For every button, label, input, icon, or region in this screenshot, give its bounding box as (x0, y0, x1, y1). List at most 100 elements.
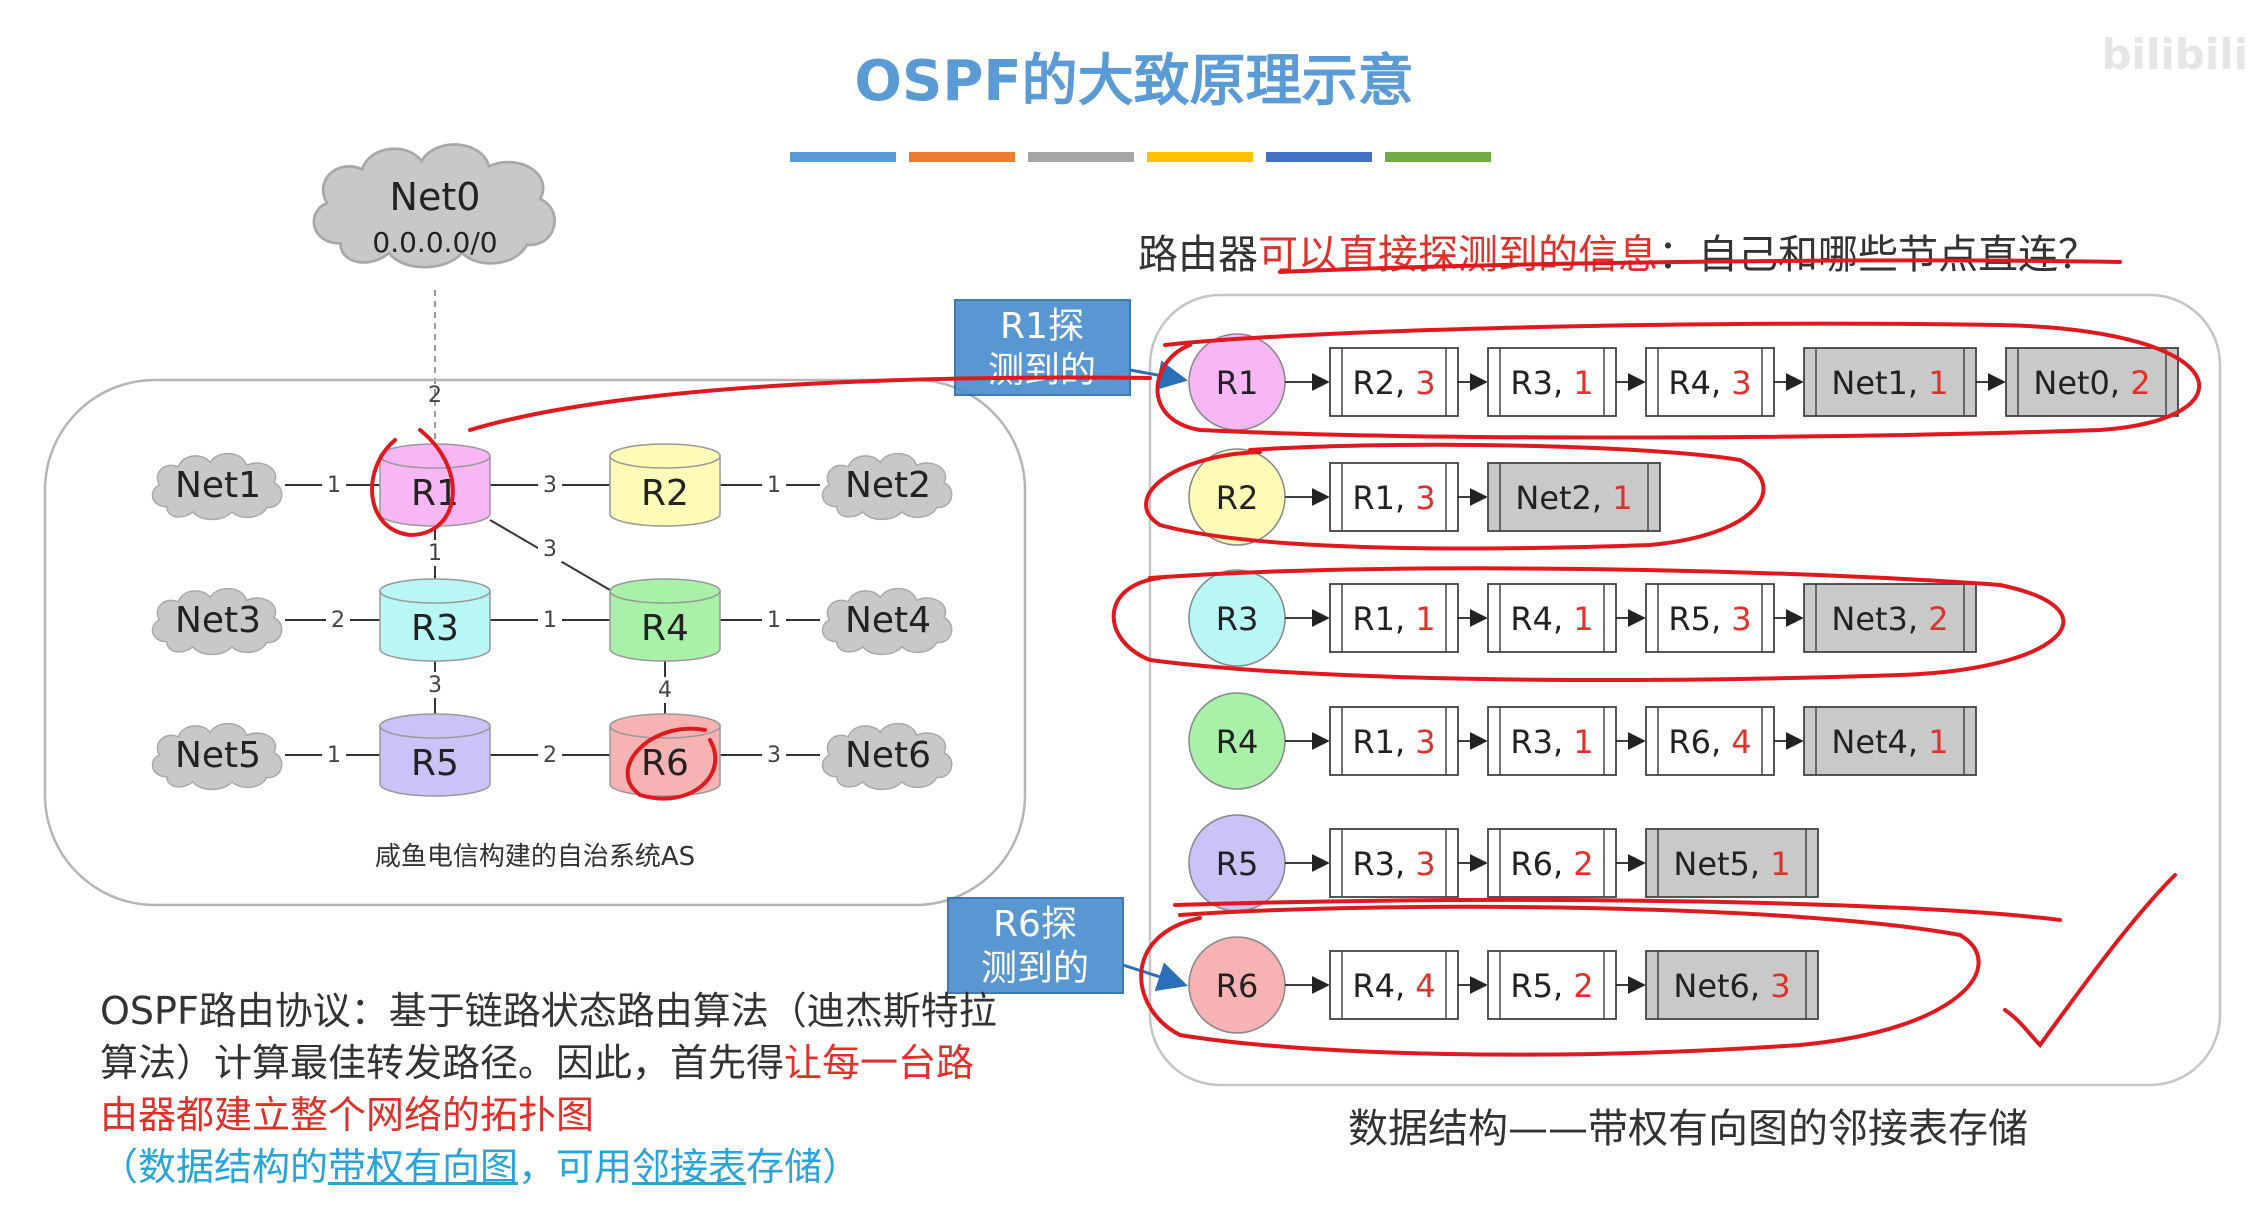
vertex-label: R4 (1216, 723, 1259, 761)
svg-text:1: 1 (543, 608, 557, 633)
vertex-label: R6 (1216, 967, 1259, 1005)
callout-r6: R6探 测到的 (947, 897, 1188, 994)
svg-text:Net2: Net2 (845, 465, 931, 506)
router-r4-cylinder: R4 (609, 578, 721, 662)
adjacency-entry: R2, 3 (1329, 347, 1459, 417)
color-bar-segment (790, 152, 896, 162)
svg-text:Net6: Net6 (845, 735, 931, 776)
color-bar-segment (1028, 152, 1134, 162)
svg-text:R1探: R1探 (1000, 306, 1084, 347)
router-label: R4 (641, 608, 689, 649)
ospf-description: OSPF路由协议：基于链路状态路由算法（迪杰斯特拉算法）计算最佳转发路径。因此，… (100, 985, 1000, 1193)
entry-label: Net5, 1 (1673, 845, 1790, 883)
svg-text:1: 1 (327, 473, 341, 498)
entry-label: R5, 2 (1510, 967, 1593, 1005)
r6-circle-stroke (625, 726, 718, 801)
svg-text:1: 1 (767, 608, 781, 633)
router-label: R6 (641, 743, 689, 784)
adjacency-entry: R3, 1 (1487, 706, 1617, 776)
page-title: OSPF的大致原理示意 (854, 49, 1413, 114)
r2-row-loop (1144, 442, 1766, 551)
entry-label: R3, 1 (1510, 723, 1593, 761)
adjacency-entry: Net1, 1 (1803, 347, 1977, 417)
r1-link-stroke (468, 375, 1152, 432)
adjacency-entry: Net4, 1 (1803, 706, 1977, 776)
svg-text:2: 2 (331, 608, 345, 633)
svg-text:1: 1 (428, 541, 442, 566)
router-label: R5 (411, 743, 459, 784)
svg-text:3: 3 (543, 537, 557, 562)
router-r6-cylinder: R6 (609, 713, 721, 797)
as-caption: 咸鱼电信构建的自治系统AS (375, 842, 695, 872)
vertex-label: R1 (1216, 364, 1259, 402)
adjacency-entry: R1, 3 (1329, 462, 1459, 532)
svg-text:测到的: 测到的 (981, 948, 1089, 989)
entry-label: R3, 3 (1352, 845, 1435, 883)
net0-cloud: Net0 0.0.0.0/0 (312, 142, 557, 269)
net4-cloud: Net4 (821, 587, 953, 656)
svg-text:3: 3 (428, 673, 442, 698)
color-bar-segment (909, 152, 1015, 162)
description-part1: OSPF路由协议：基于链路状态路由算法（迪杰斯特拉算法）计算最佳转发路径。因此，… (100, 989, 997, 1085)
net6-cloud: Net6 (821, 722, 953, 791)
as-boundary (43, 378, 1027, 907)
vertex-label: R2 (1216, 479, 1259, 517)
r1-row-loop (1155, 321, 2201, 440)
router-r5-cylinder: R5 (379, 713, 491, 797)
net0-address: 0.0.0.0/0 (372, 226, 497, 259)
entry-label: Net6, 3 (1673, 967, 1790, 1005)
entry-label: Net3, 2 (1831, 600, 1948, 638)
net-clouds: Net1 Net2 Net3 Net4 Net5 Net6 (151, 452, 953, 791)
svg-text:Net1: Net1 (175, 465, 261, 506)
description-highlight: 让每一台路由器都建立整个网络的拓扑图 (100, 1041, 975, 1137)
entry-label: R6, 2 (1510, 845, 1593, 883)
svg-text:3: 3 (543, 473, 557, 498)
entry-label: R1, 3 (1352, 723, 1435, 761)
entry-label: Net0, 2 (2033, 364, 2150, 402)
adjacency-entry: Net6, 3 (1645, 950, 1819, 1020)
edge-cost-labels: 1 3 1 1 3 2 1 1 3 4 1 2 3 (322, 472, 786, 768)
adjacency-entry: R5, 2 (1487, 950, 1617, 1020)
title-color-bar (790, 152, 1491, 162)
router-label: R3 (411, 608, 459, 649)
r1-circle-stroke (370, 428, 455, 538)
entry-label: Net4, 1 (1831, 723, 1948, 761)
adjacency-entry: Net3, 2 (1803, 583, 1977, 653)
underline-stroke (1278, 258, 2122, 274)
entry-label: R2, 3 (1352, 364, 1435, 402)
adjacency-container (1148, 293, 2222, 1087)
watermark: bilibili (2101, 30, 2248, 79)
adjacency-entry: R6, 2 (1487, 828, 1617, 898)
description-note: （数据结构的带权有向图，可用邻接表存储） (100, 1145, 861, 1189)
entry-label: Net1, 1 (1831, 364, 1948, 402)
ds-caption: 数据结构——带权有向图的邻接表存储 (1348, 1106, 2028, 1152)
adjacency-row-r5: R5 R3, 3 R6, 2 Net5, 1 (1188, 814, 1819, 912)
net0-label: Net0 (390, 175, 481, 219)
color-bar-segment (1385, 152, 1491, 162)
adjacency-row-r2: R2 R1, 3 Net2, 1 (1188, 448, 1661, 546)
r6-row-loop (1139, 904, 1981, 1057)
entry-label: R4, 1 (1510, 600, 1593, 638)
svg-text:1: 1 (767, 473, 781, 498)
r3-row-loop (1111, 566, 2066, 682)
entry-label: R4, 4 (1352, 967, 1435, 1005)
svg-text:Net3: Net3 (175, 600, 261, 641)
adjacency-entry: R4, 1 (1487, 583, 1617, 653)
vertex-label: R5 (1216, 845, 1259, 883)
adjacency-entry: R3, 1 (1487, 347, 1617, 417)
svg-text:1: 1 (327, 743, 341, 768)
svg-text:Net4: Net4 (845, 600, 931, 641)
vertex-label: R3 (1216, 600, 1259, 638)
router-label: R2 (641, 473, 689, 514)
entry-label: Net2, 1 (1515, 479, 1632, 517)
svg-text:Net5: Net5 (175, 735, 261, 776)
adjacency-entry: R1, 1 (1329, 583, 1459, 653)
entry-label: R4, 3 (1668, 364, 1751, 402)
adjacency-entry: Net5, 1 (1645, 828, 1819, 898)
entry-label: R1, 1 (1352, 600, 1435, 638)
adjacency-entry: R3, 3 (1329, 828, 1459, 898)
net2-cloud: Net2 (821, 452, 953, 521)
